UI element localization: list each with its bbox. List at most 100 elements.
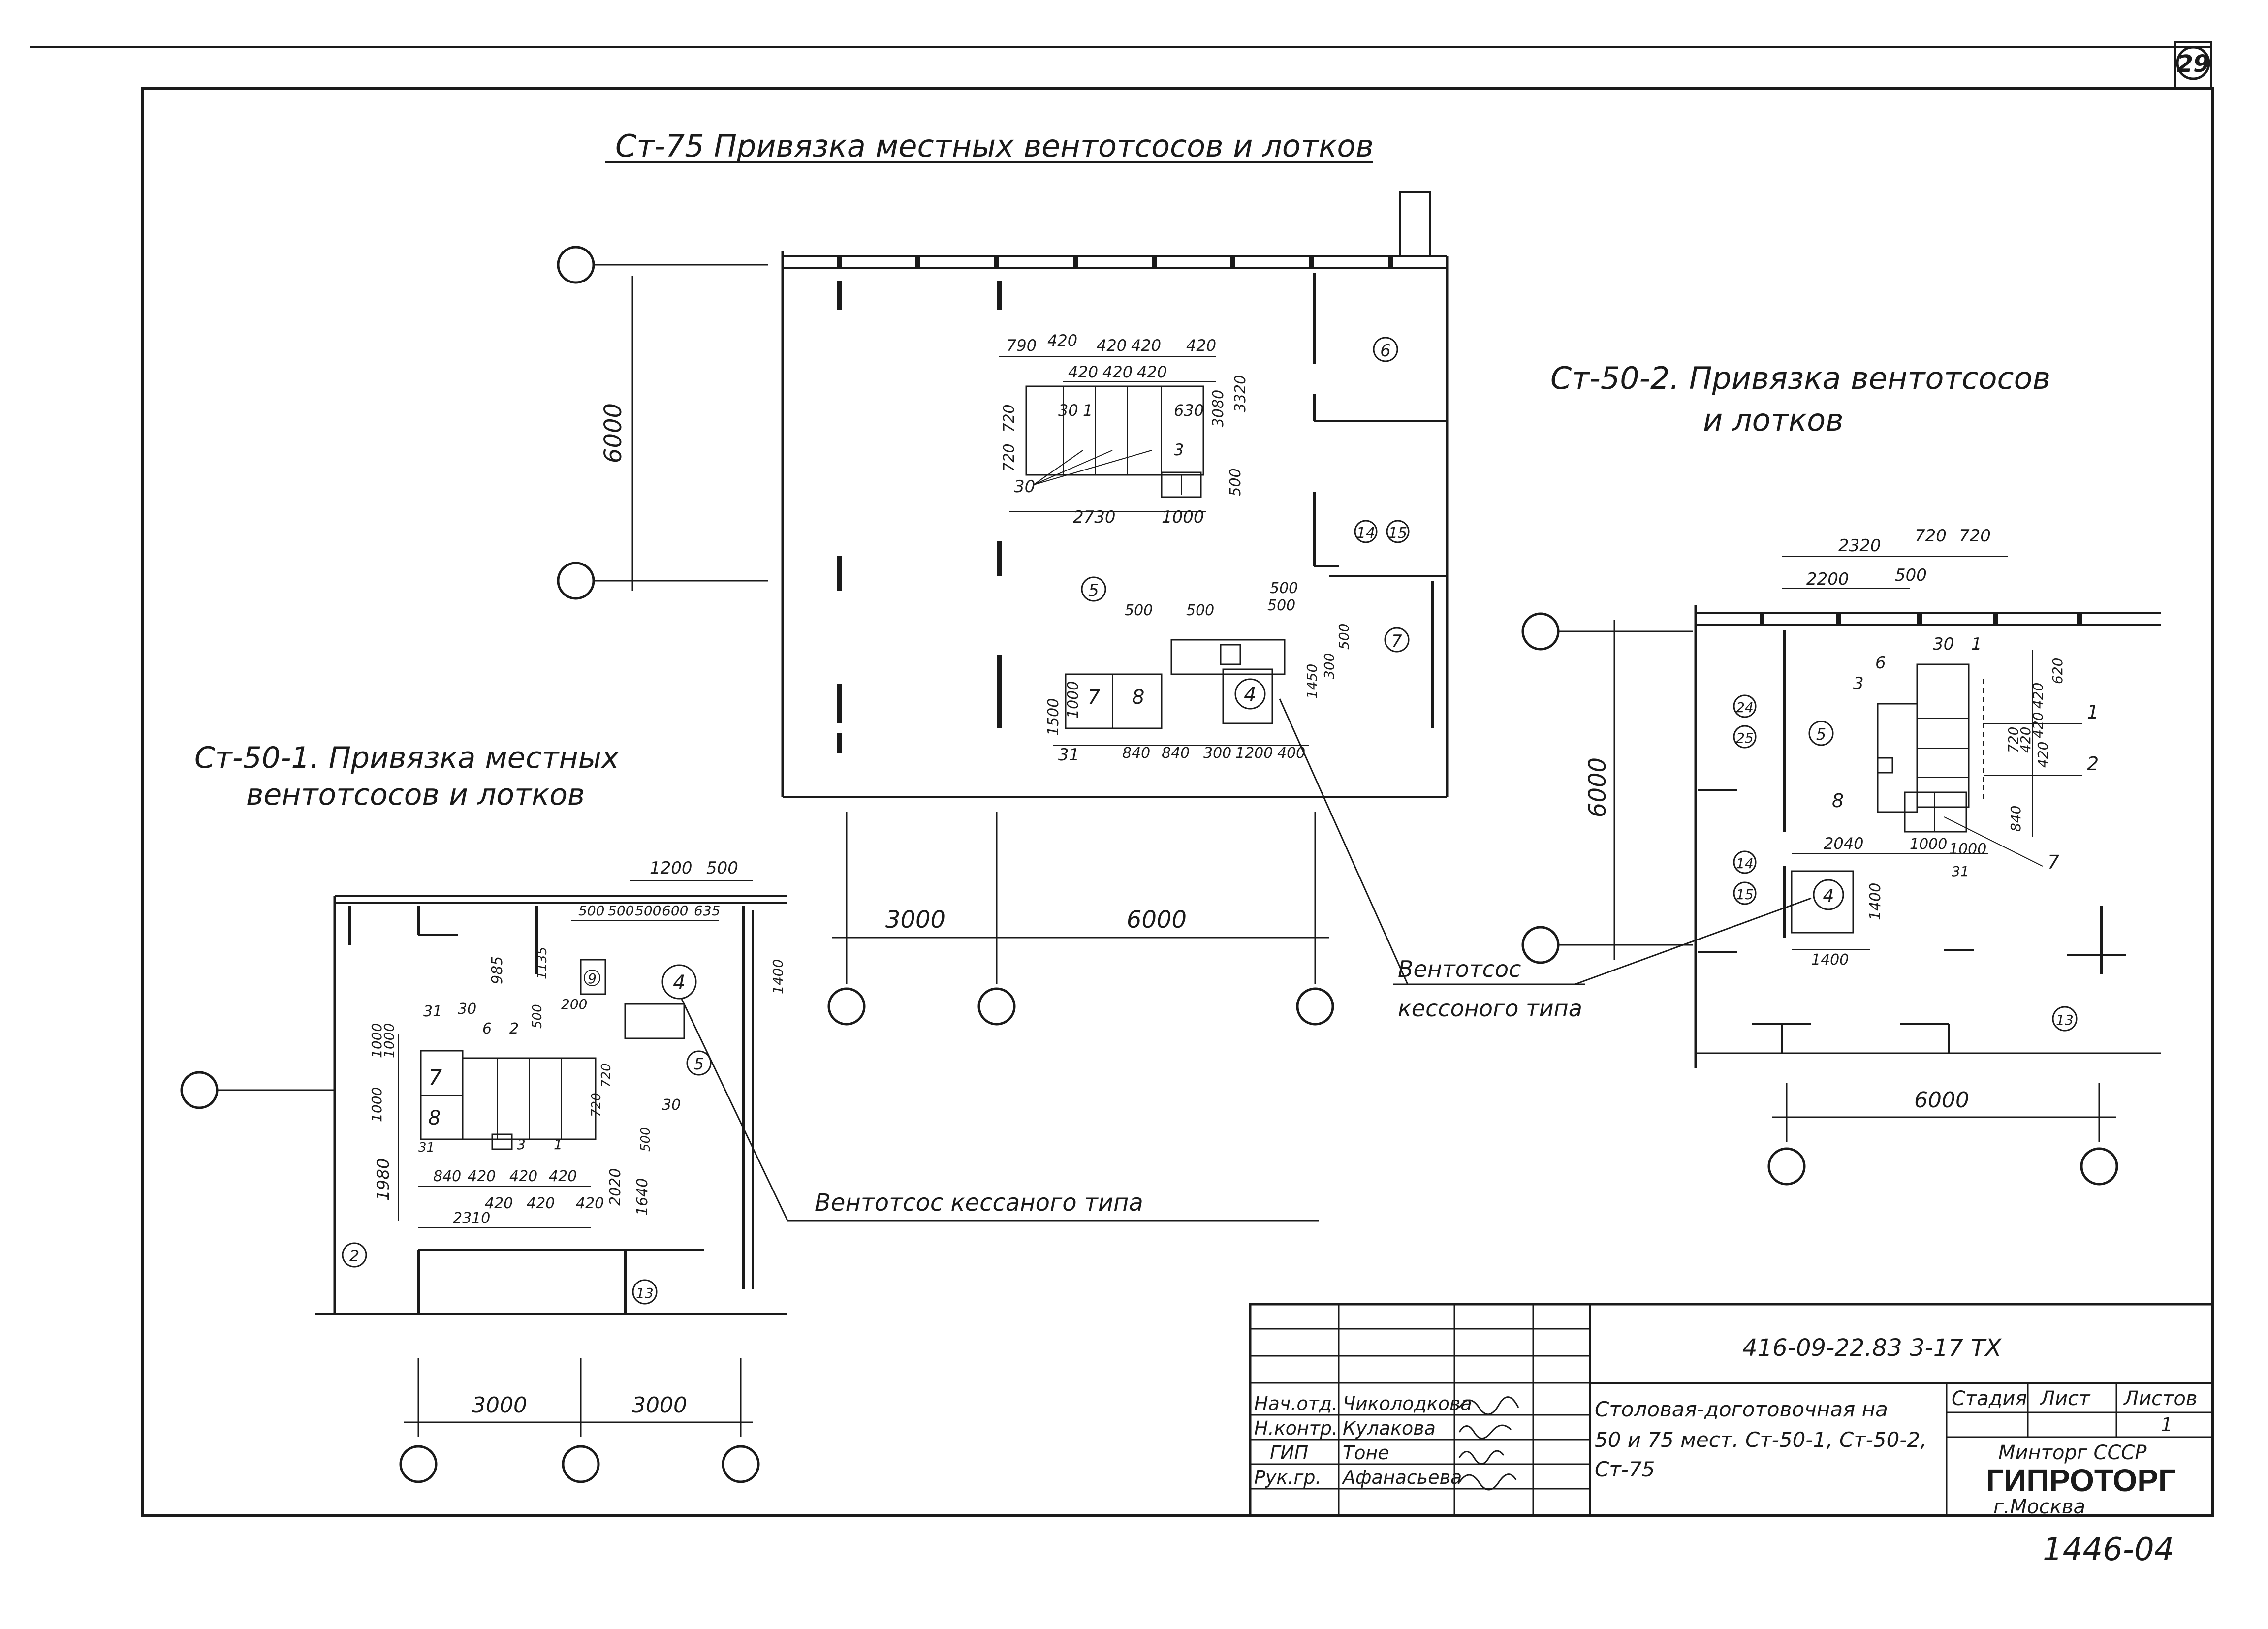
- drawing-label: 500: [1125, 602, 1153, 619]
- drawing-label: 24: [1736, 699, 1754, 716]
- drawing-label: 30: [1014, 477, 1035, 497]
- st75-room-6: 6: [1373, 337, 1398, 362]
- drawing-line: [994, 256, 999, 268]
- drawing-label: 840: [2008, 806, 2024, 832]
- drawing-line: [1065, 673, 1163, 729]
- axis-marker: [1521, 612, 1560, 651]
- drawing-line: [1161, 471, 1202, 498]
- drawing-circle: [2176, 46, 2210, 80]
- drawing-label: 6000: [1914, 1088, 1969, 1113]
- drawing-line: [1399, 191, 1431, 257]
- drawing-label: 420: [1068, 363, 1098, 381]
- drawing-circle: [1808, 721, 1834, 746]
- drawing-label: 2310: [453, 1210, 490, 1227]
- drawing-circle: [1234, 678, 1266, 710]
- drawing-label: 420: [2017, 727, 2034, 753]
- drawing-label: 500: [530, 1004, 545, 1029]
- st75-lower-equipment: [1065, 639, 1286, 729]
- drawing-label: 3: [517, 1136, 526, 1153]
- drawing-label: 500: [1336, 624, 1352, 650]
- st75-room-5: 5: [1081, 576, 1106, 602]
- drawing-label: Чиколодкова: [1343, 1393, 1472, 1414]
- drawing-line: [1220, 644, 1241, 665]
- st50-1-callout: Вентотсос кессаного типа: [815, 1189, 1143, 1217]
- drawing-line: [1458, 1473, 1517, 1491]
- drawing-label: 420: [2030, 683, 2046, 709]
- drawing-label: 420: [527, 1195, 555, 1212]
- drawing-label: 1200: [1235, 745, 1273, 762]
- st75-room-14: 14: [1354, 520, 1378, 543]
- st50-2-room-5: 5: [1808, 721, 1834, 746]
- drawing-label: 7: [1088, 686, 1101, 709]
- drawing-label: 500: [578, 903, 604, 919]
- st50-1-room-5: 5: [686, 1050, 712, 1076]
- drawing-label: 420: [1047, 331, 1077, 350]
- drawing-label: 1: [1971, 634, 1982, 654]
- drawing-label: 500: [638, 1127, 653, 1152]
- drawing-line: [681, 999, 788, 1221]
- drawing-label: 2040: [1824, 834, 1863, 853]
- drawing-label: 31: [1058, 745, 1079, 765]
- drawing-line: [1249, 1303, 2214, 1517]
- drawing-label: 1400: [770, 959, 786, 994]
- drawing-label: 420: [1137, 363, 1167, 381]
- drawing-line: [1904, 791, 1967, 833]
- st75-upper-equipment: [1025, 385, 1204, 498]
- drawing-label: 13: [636, 1285, 654, 1301]
- st50-2-room-15: 15: [1733, 881, 1757, 905]
- st50-1-room-13: 13: [632, 1279, 658, 1305]
- drawing-label: 50 и 75 мест. Ст-50-1, Ст-50-2,: [1595, 1428, 1927, 1452]
- drawing-circle: [1813, 879, 1844, 910]
- drawing-circle: [686, 1050, 712, 1076]
- st50-2-room-14: 14: [1733, 850, 1757, 874]
- drawing-label: 1450: [1304, 664, 1320, 699]
- axis-marker: [1296, 987, 1334, 1026]
- drawing-circle: [1733, 881, 1757, 905]
- drawing-label: 200: [561, 996, 587, 1012]
- drawing-label: 420: [468, 1168, 496, 1185]
- axis-marker: [977, 987, 1016, 1026]
- drawing-label: 6: [482, 1020, 492, 1037]
- drawing-label: 1000: [369, 1023, 385, 1058]
- drawing-label: Листов: [2123, 1387, 2197, 1410]
- axis-marker: [557, 562, 595, 600]
- drawing-label: 3: [1174, 440, 1184, 459]
- drawing-label: 4: [673, 971, 685, 994]
- drawing-line: [2077, 613, 2082, 625]
- drawing-label: Тоне: [1343, 1442, 1389, 1464]
- drawing-label: 620: [2049, 658, 2066, 684]
- drawing-line: [1152, 256, 1157, 268]
- st50-2-plan: Ст-50-2. Привязка вентотсосов и лотков 6…: [1521, 360, 2161, 1186]
- drawing-label: 9: [588, 971, 597, 987]
- drawing-label: 420: [2035, 742, 2051, 768]
- drawing-circle: [1733, 850, 1757, 874]
- sheet-number: 29: [2176, 46, 2210, 80]
- drawing-label: 14: [1736, 855, 1754, 872]
- drawing-label: 6000: [1127, 906, 1187, 934]
- drawing-circle: [662, 964, 697, 1000]
- axis-marker: [1521, 926, 1560, 964]
- drawing-line: [1458, 1450, 1505, 1465]
- drawing-label: 1000: [1949, 841, 1986, 858]
- drawing-label: 720: [2005, 727, 2021, 753]
- drawing-circle: [1081, 576, 1106, 602]
- drawing-label: 31: [418, 1140, 435, 1155]
- st50-1-title-line1: Ст-50-1. Привязка местных: [194, 741, 619, 775]
- drawing-label: 8: [1832, 790, 1844, 812]
- drawing-label: 2730: [1073, 507, 1116, 527]
- drawing-line: [1033, 450, 1113, 485]
- drawing-label: 500: [635, 903, 661, 919]
- drawing-label: 14: [1356, 525, 1375, 542]
- drawing-label: 4: [1244, 684, 1256, 706]
- drawing-label: 31: [1952, 863, 1969, 879]
- drawing-label: 31: [423, 1003, 442, 1020]
- drawing-line: [997, 281, 1002, 310]
- drawing-label: г.Москва: [1993, 1496, 2085, 1518]
- drawing-label: Нач.отд.: [1254, 1393, 1338, 1414]
- drawing-circle: [1373, 337, 1398, 362]
- drawing-circle: [342, 1242, 367, 1268]
- drawing-label: 3080: [1210, 390, 1227, 427]
- st50-2-room-24: 24: [1733, 694, 1757, 718]
- drawing-circle: [1354, 520, 1378, 543]
- drawing-label: 500: [706, 858, 738, 878]
